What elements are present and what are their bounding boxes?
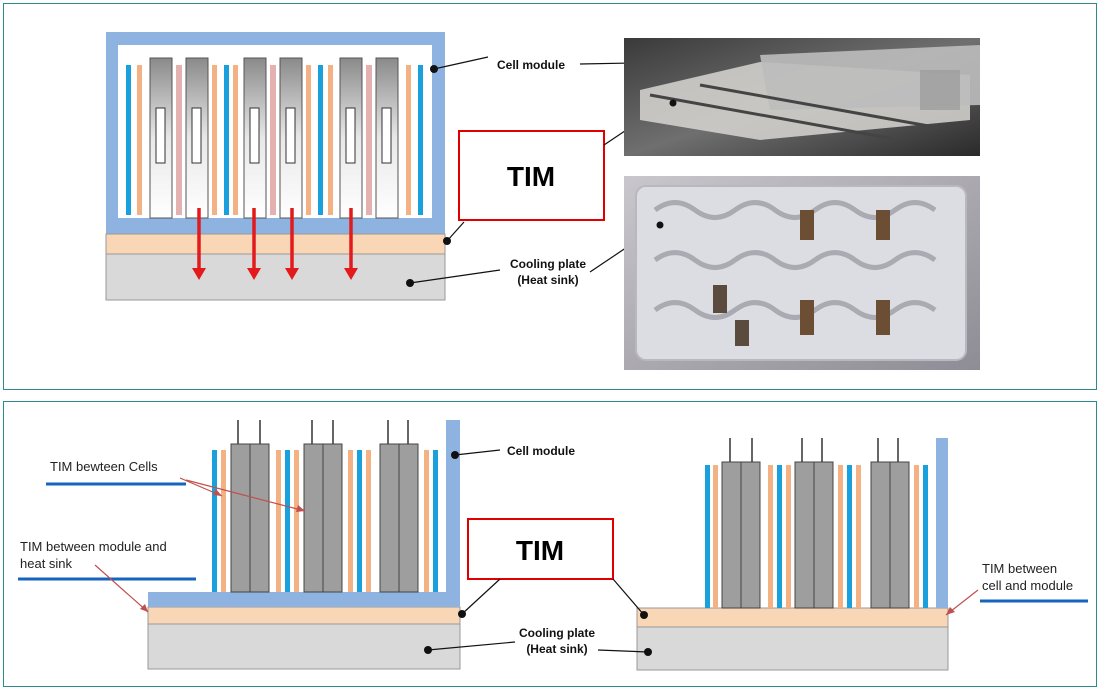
- bottom-cooling-plate-label-2: (Heat sink): [526, 642, 587, 656]
- top-cells: [126, 57, 423, 219]
- top-module-diagram: [105, 32, 501, 301]
- bottom-left-heat-sink: [147, 623, 461, 670]
- top-tim-label: TIM: [507, 161, 555, 192]
- top-tim-box: TIM: [458, 101, 669, 221]
- top-tim-layer: [105, 233, 446, 255]
- top-heat-sink: [105, 253, 446, 301]
- bottom-left-assembly: [147, 420, 516, 670]
- bottom-right-heat-sink: [636, 626, 949, 671]
- tim-cell-module-label-1: TIM between: [982, 561, 1057, 576]
- tim-module-heatsink-label-1: TIM between module and: [20, 539, 167, 554]
- tim-cell-module-label-2: cell and module: [982, 578, 1073, 593]
- bottom-cell-module-label: Cell module: [507, 444, 575, 458]
- bottom-right-tim-layer: [636, 607, 949, 628]
- bottom-tim-box: TIM: [461, 518, 645, 616]
- bottom-left-tim-layer: [147, 606, 461, 625]
- top-heat-arrows: [192, 208, 358, 280]
- top-cooling-plate-label-1: Cooling plate: [510, 257, 586, 271]
- top-cell-module-label: Cell module: [497, 58, 565, 72]
- bottom-cooling-plate-label-1: Cooling plate: [519, 626, 595, 640]
- bottom-right-assembly: [636, 438, 949, 671]
- tim-module-heatsink-label-2: heat sink: [20, 556, 73, 571]
- tim-between-cells-label: TIM bewteen Cells: [50, 459, 158, 474]
- battery-pack-photo: [624, 38, 980, 156]
- cooling-plate-photo: [624, 176, 980, 370]
- top-cooling-plate-label-2: (Heat sink): [517, 273, 578, 287]
- bottom-tim-label: TIM: [516, 535, 564, 566]
